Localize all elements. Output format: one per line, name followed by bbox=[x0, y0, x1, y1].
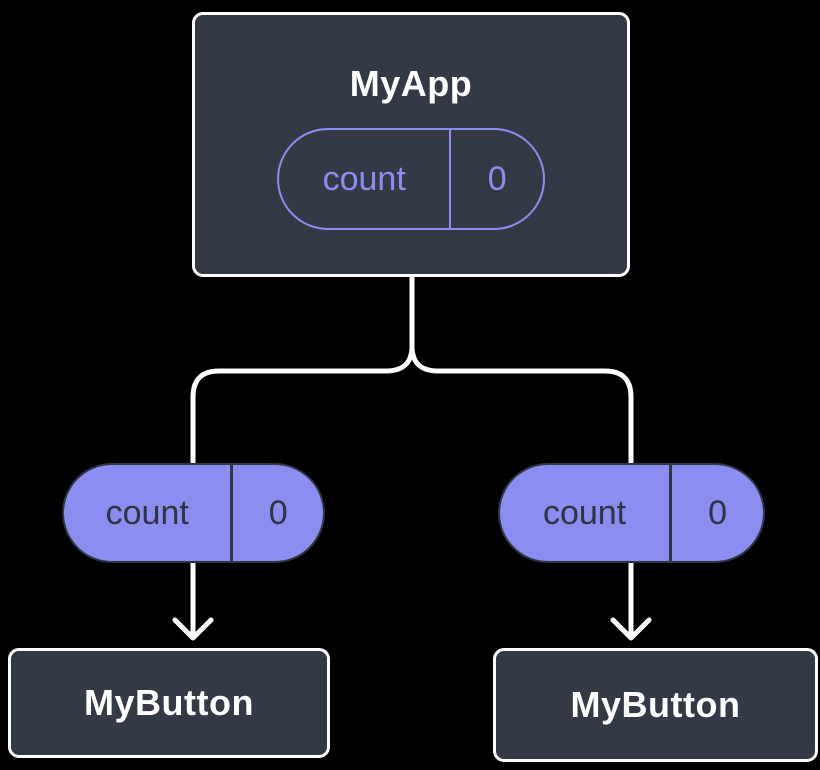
state-name: count bbox=[279, 130, 452, 228]
root-state-pill: count 0 bbox=[277, 128, 545, 230]
right-child-component-node: MyButton bbox=[493, 648, 818, 762]
state-value: 0 bbox=[487, 159, 507, 198]
right-child-component-title: MyButton bbox=[570, 684, 741, 725]
left-child-component-node: MyButton bbox=[8, 648, 330, 758]
connector-left-branch bbox=[190, 274, 415, 637]
right-prop-pill: count 0 bbox=[498, 463, 765, 563]
connector-right-branch bbox=[409, 274, 634, 637]
left-child-component-title: MyButton bbox=[84, 682, 254, 723]
prop-name: count bbox=[64, 465, 234, 561]
left-prop-pill: count 0 bbox=[62, 463, 325, 563]
prop-value: 0 bbox=[708, 493, 727, 532]
root-component-node: MyApp count 0 bbox=[192, 12, 630, 277]
arrowhead-right-icon bbox=[610, 617, 652, 641]
root-component-title: MyApp bbox=[349, 63, 473, 104]
prop-name: count bbox=[500, 465, 673, 561]
arrowhead-left-icon bbox=[172, 617, 214, 641]
prop-value: 0 bbox=[268, 493, 288, 532]
